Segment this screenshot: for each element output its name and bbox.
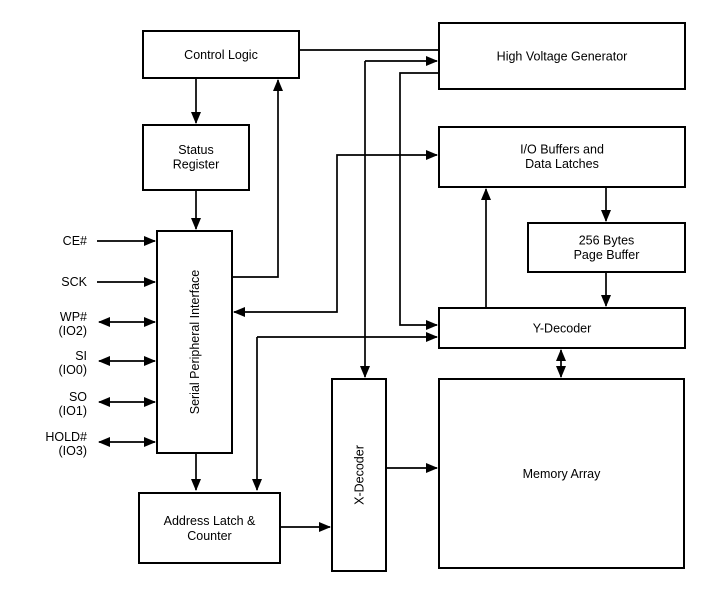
page-buffer-label-line2: Page Buffer xyxy=(574,248,640,262)
serial-peripheral-interface-box xyxy=(156,230,233,454)
address-latch-label-line1: Address Latch & xyxy=(164,514,256,528)
address-latch-box xyxy=(138,492,281,564)
x-decoder-box xyxy=(331,378,387,572)
signal-label-wp-io: (IO2) xyxy=(59,324,87,338)
status-register-box xyxy=(142,124,250,191)
address-latch-label-line2: Counter xyxy=(187,529,231,543)
control-logic-label: Control Logic xyxy=(184,48,258,62)
signal-label-si-io: (IO0) xyxy=(59,363,87,377)
page-buffer-box xyxy=(527,222,686,273)
memory-array-label: Memory Array xyxy=(523,467,602,481)
status-register-label-line2: Register xyxy=(173,158,220,172)
signal-label-ce: CE# xyxy=(63,234,87,248)
signal-label-sck: SCK xyxy=(61,275,87,289)
memory-array-box xyxy=(438,378,685,569)
signal-label-hold: HOLD# xyxy=(45,430,87,444)
signal-label-so-io: (IO1) xyxy=(59,404,87,418)
high-voltage-generator-label: High Voltage Generator xyxy=(497,50,628,64)
signal-label-si: SI xyxy=(75,349,87,363)
io-buffers-box xyxy=(438,126,686,188)
y-decoder-box xyxy=(438,307,686,349)
high-voltage-generator-box xyxy=(438,22,686,90)
page-buffer-label-line1: 256 Bytes xyxy=(579,234,635,248)
io-buffers-label-line2: Data Latches xyxy=(525,157,599,171)
io-buffers-label-line1: I/O Buffers and xyxy=(520,143,604,157)
signal-label-wp: WP# xyxy=(60,310,87,324)
x-decoder-label: X-Decoder xyxy=(353,445,367,505)
serial-peripheral-interface-label: Serial Peripheral Interface xyxy=(188,270,202,415)
wire-hv-generator-to-y-decoder xyxy=(399,72,439,330)
signal-label-hold-io: (IO3) xyxy=(59,444,87,458)
y-decoder-label: Y-Decoder xyxy=(533,322,592,336)
control-logic-box xyxy=(142,30,300,79)
wire-spi-io-buffers-bidirectional xyxy=(233,150,438,317)
signal-label-so: SO xyxy=(69,390,87,404)
status-register-label-line1: Status xyxy=(178,143,213,157)
